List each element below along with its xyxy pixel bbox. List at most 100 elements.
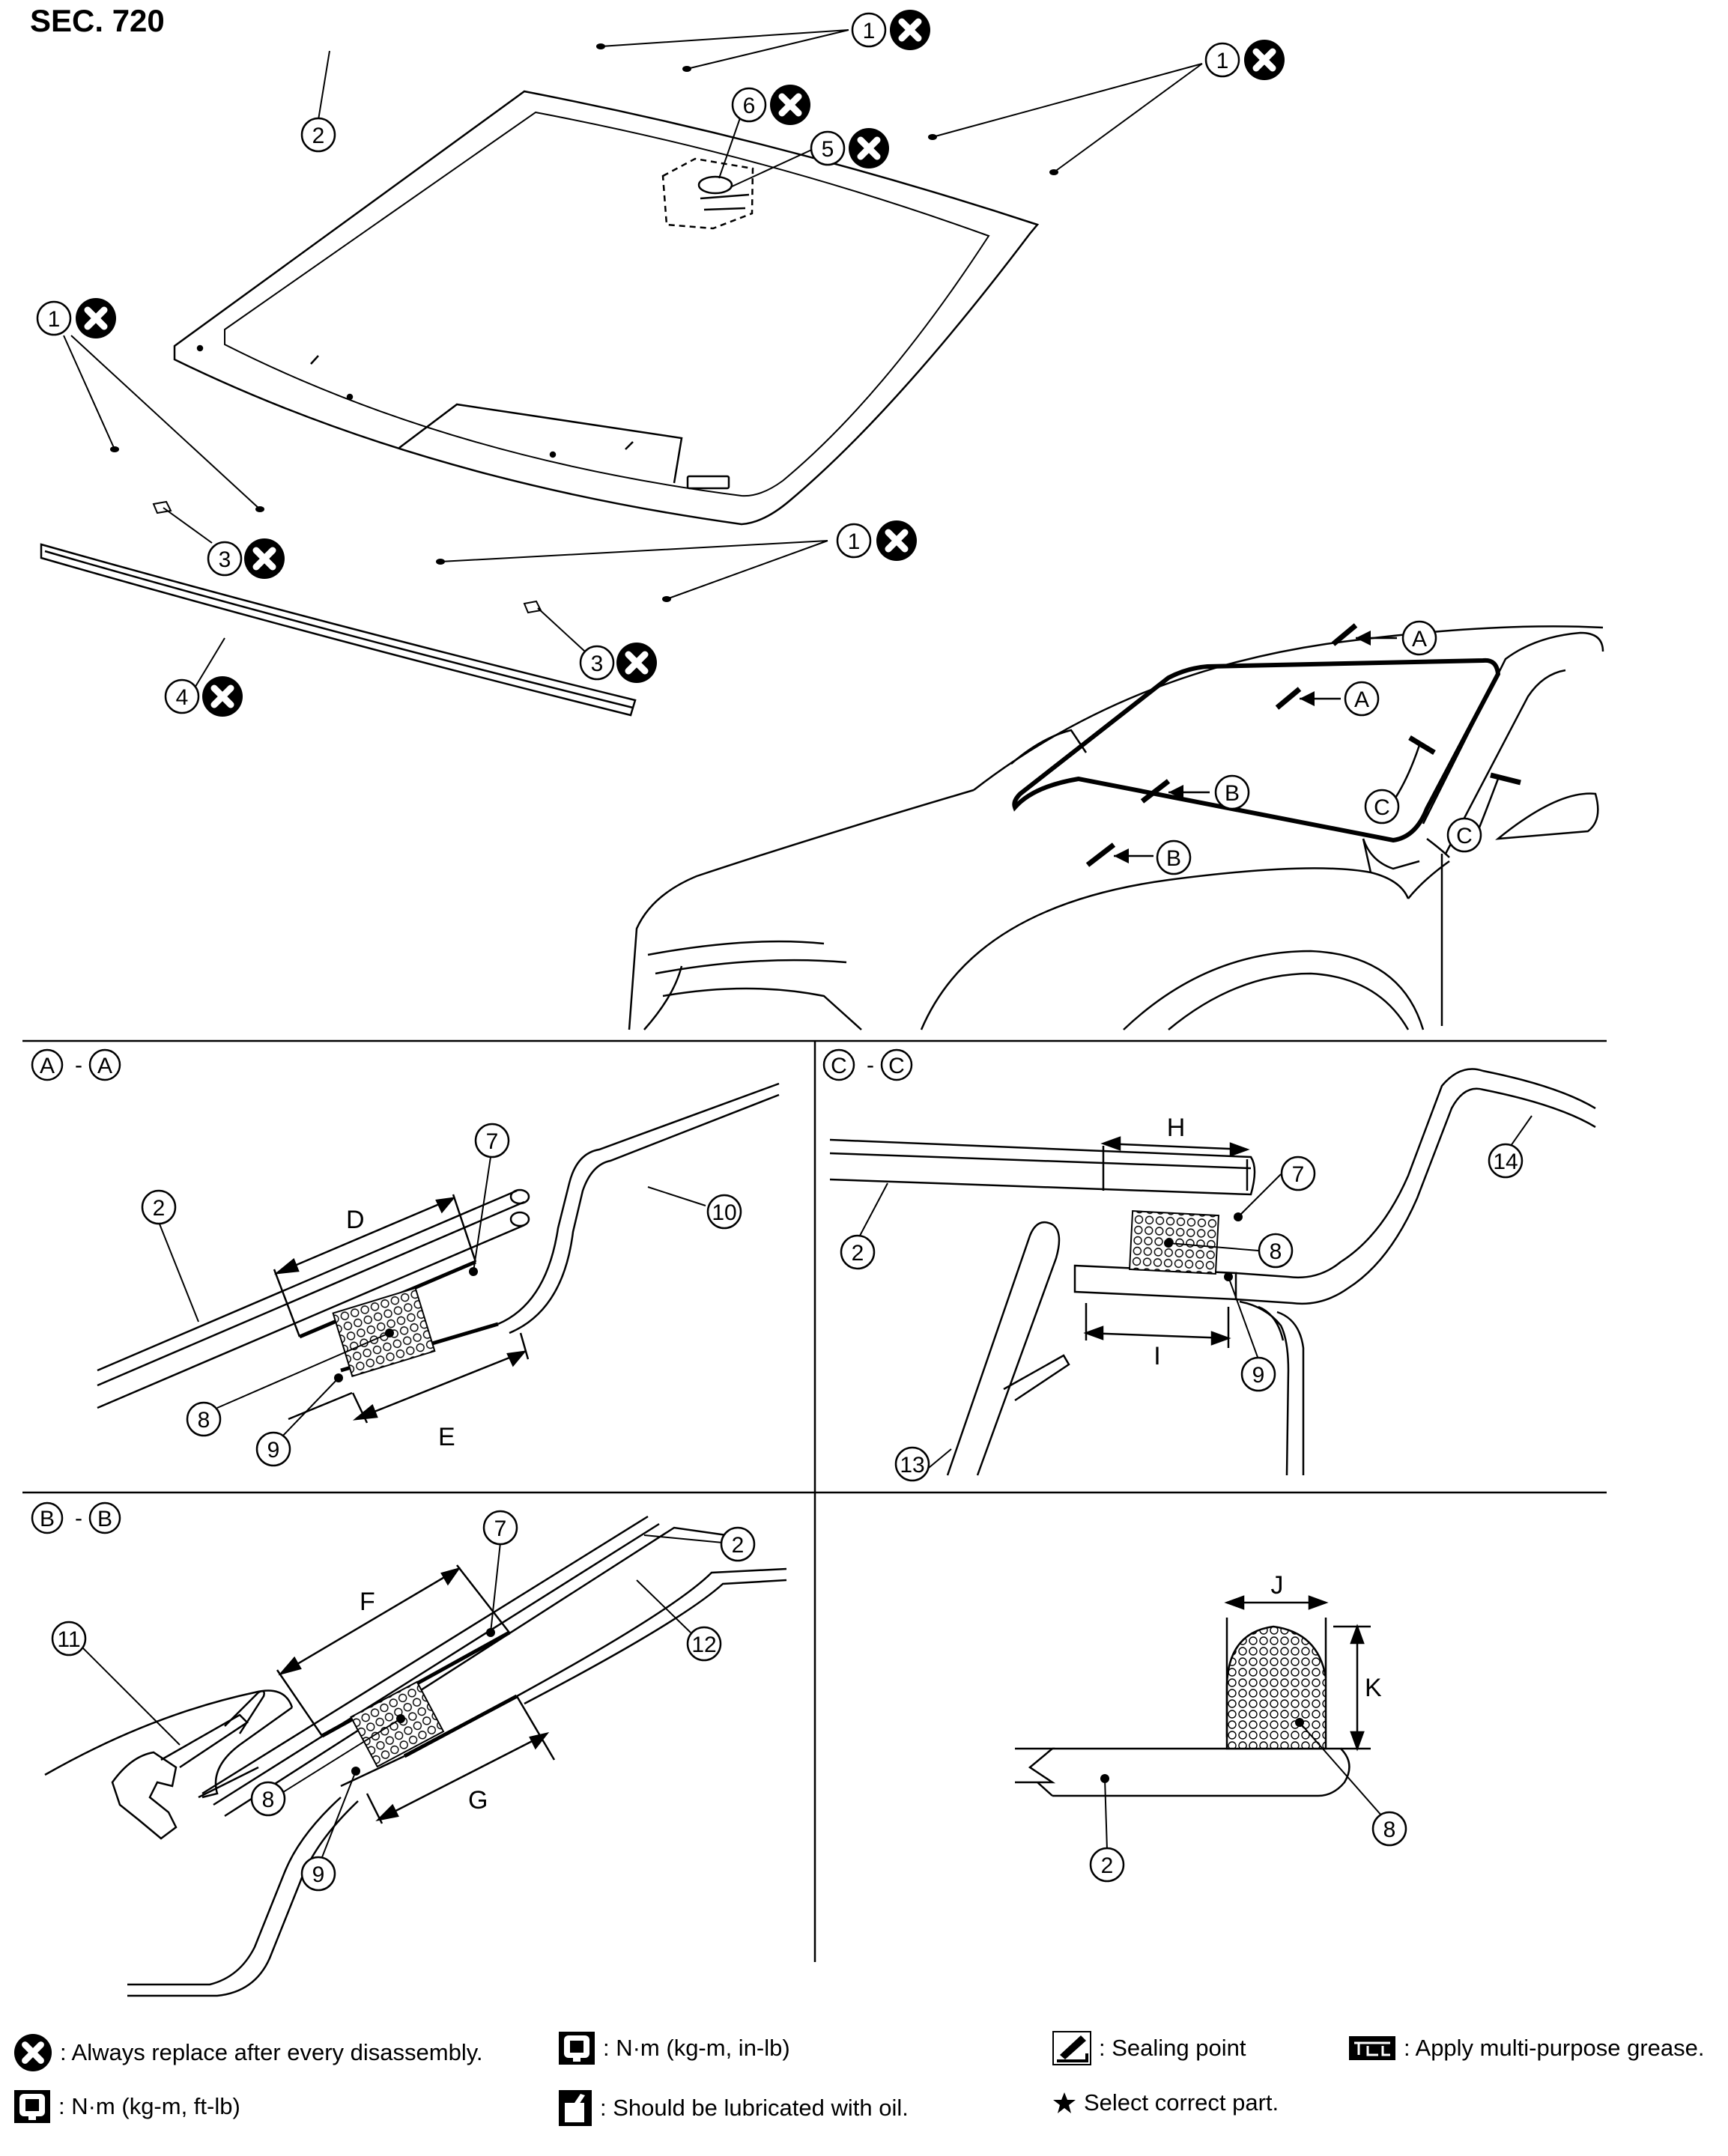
section-number: SEC. 720 [30,3,165,38]
svg-text:A: A [97,1054,112,1078]
svg-text:1: 1 [1216,49,1229,73]
svg-text:8: 8 [1270,1239,1282,1264]
point-7-b [486,1628,495,1637]
callout-2-top: 2 [300,117,336,153]
callout-3a: 3 [207,538,285,579]
callout-5: 5 [810,128,889,168]
svg-text:D: D [346,1206,365,1234]
cut-marker-b-1: B [1140,774,1250,810]
svg-text:4: 4 [176,685,189,710]
svg-text:8: 8 [198,1408,210,1433]
point-8-b [396,1714,405,1723]
svg-text:2: 2 [732,1533,745,1558]
svg-text:1: 1 [848,529,861,554]
cowl-top-molding [40,543,637,717]
legend-torque-in-text: : N·m (kg-m, in-lb) [603,2035,790,2061]
callout-1b: 1 [1204,40,1285,80]
section-a-callouts: 2 7 8 9 10 [141,1123,742,1467]
torque-wrench-icon [559,2032,595,2065]
point-9-c [1224,1272,1233,1281]
legend-replace-text: : Always replace after every disassembly… [60,2039,483,2065]
svg-text:2: 2 [312,124,325,148]
spacer-leaders [63,29,1203,701]
svg-text:B: B [40,1507,55,1531]
svg-text:1: 1 [863,19,876,43]
svg-text:C: C [1374,795,1390,820]
bead-detail-drawing [1015,1747,1350,1797]
cut-marker-b-2: B [1085,839,1192,875]
point-7-a [469,1267,478,1276]
legend-grease: : Apply multi-purpose grease. [1348,2035,1705,2062]
svg-text:3: 3 [219,547,231,572]
legend-select-text: Select correct part. [1084,2089,1279,2116]
point-8-c [1164,1239,1173,1248]
cut-marker-a-2: A [1275,681,1380,717]
svg-text:I: I [1153,1342,1160,1370]
section-a-title: A - A [31,1048,121,1081]
svg-text:2: 2 [1101,1853,1114,1878]
svg-text:K: K [1365,1674,1382,1702]
svg-text:C: C [888,1054,905,1078]
svg-text:G: G [468,1786,488,1815]
point-8-a [385,1328,394,1337]
section-b-sealant [350,1680,445,1768]
point-2-bead [1100,1774,1109,1783]
section-b-drawing [44,1515,787,1997]
legend-torque-in: : N·m (kg-m, in-lb) [558,2031,790,2065]
legend-oil: : Should be lubricated with oil. [558,2089,909,2127]
section-b-leaders [74,1534,724,1858]
point-9-a [334,1373,343,1382]
legend-sealing: : Sealing point [1052,2031,1246,2065]
section-c-dimensions: H I [1083,1114,1250,1370]
section-a-dimensions: D E [273,1197,527,1451]
svg-text:7: 7 [494,1516,507,1541]
point-7-c [1234,1212,1243,1221]
oil-can-icon [559,2090,592,2126]
section-c-callouts: 7 8 9 2 13 14 [840,1143,1524,1482]
point-9-b [351,1767,360,1776]
cut-marker-c-2: C [1446,772,1521,853]
svg-text:C: C [1456,824,1473,848]
svg-text:-: - [75,1053,82,1078]
section-a-sealant [332,1287,436,1377]
callout-4: 4 [164,676,243,717]
section-c-leaders [859,1115,1533,1469]
torque-wrench-icon [14,2090,50,2123]
svg-text:C: C [831,1054,847,1078]
svg-text:A: A [1412,627,1427,652]
callout-3b: 3 [579,643,657,683]
svg-text:J: J [1271,1571,1284,1600]
grease-icon [1349,2036,1395,2060]
section-a-drawing [97,1082,780,1424]
legend-grease-text: : Apply multi-purpose grease. [1404,2035,1705,2061]
svg-text:12: 12 [691,1633,716,1657]
section-c-title: C - C [822,1048,913,1081]
cut-marker-a-1: A [1331,620,1437,656]
svg-text:A: A [1354,687,1369,712]
callout-1d: 1 [836,520,917,561]
svg-text:7: 7 [486,1129,499,1154]
svg-text:-: - [75,1506,82,1531]
section-c-drawing [829,1068,1596,1476]
windshield-glass [173,90,1040,526]
svg-text:B: B [97,1507,112,1531]
svg-text:2: 2 [852,1241,864,1266]
svg-text:14: 14 [1493,1150,1518,1174]
svg-text:9: 9 [312,1862,325,1887]
svg-text:10: 10 [712,1200,736,1225]
bead-detail-leaders [1104,1722,1383,1850]
legend-sealing-text: : Sealing point [1099,2035,1246,2061]
svg-text:5: 5 [822,137,834,162]
legend-oil-text: : Should be lubricated with oil. [600,2095,909,2121]
svg-text:3: 3 [591,652,604,676]
legend-torque-ft: : N·m (kg-m, ft-lb) [13,2089,240,2124]
bead-detail-dimensions: J K [1224,1571,1382,1752]
star-icon [1053,2092,1076,2113]
bead-detail-sealant [1225,1625,1327,1750]
section-b-dimensions: F G [278,1567,550,1821]
x-circle-icon [13,2033,52,2072]
svg-text:A: A [40,1054,55,1078]
panel-dividers [22,1039,1607,1962]
callout-1c: 1 [36,298,116,338]
callout-6: 6 [731,85,810,125]
